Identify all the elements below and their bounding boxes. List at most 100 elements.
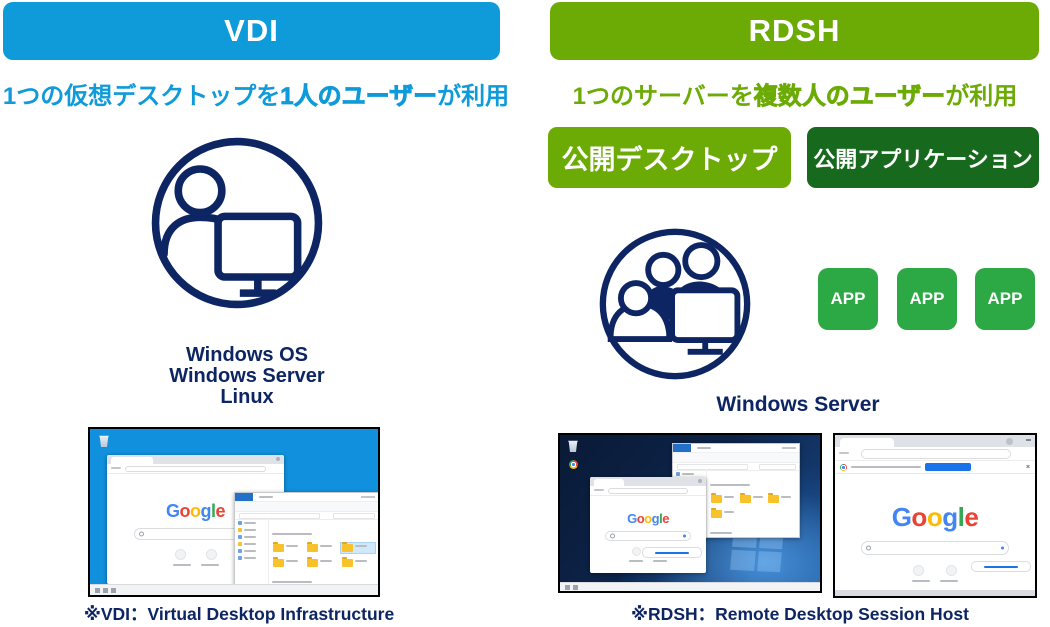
published-desktop-label: 公開デスクトップ bbox=[548, 127, 791, 188]
shortcut-tiles bbox=[835, 565, 1035, 576]
app-box: APP bbox=[975, 268, 1035, 330]
window-controls bbox=[782, 447, 796, 449]
folder-icon bbox=[307, 542, 319, 552]
rdsh-server-label: Windows Server bbox=[716, 393, 880, 416]
app-box: APP bbox=[897, 268, 957, 330]
explorer-folder-grid bbox=[269, 518, 378, 586]
rdsh-caption: ※RDSH：Remote Desktop Session Host bbox=[631, 604, 969, 624]
folder-icon bbox=[768, 493, 780, 503]
folder-item bbox=[710, 493, 739, 504]
window-controls bbox=[361, 496, 375, 498]
shortcut-labels bbox=[107, 564, 284, 566]
vdi-subtitle: 1つの仮想デスクトップを1人のユーザーが利用 bbox=[0, 76, 512, 111]
folder-icon bbox=[711, 493, 722, 503]
explorer-ribbon bbox=[235, 502, 378, 512]
folder-item bbox=[306, 557, 340, 568]
shortcut-tiles bbox=[107, 549, 284, 560]
os-label-windows-server: Windows Server bbox=[169, 365, 325, 387]
explorer-address-bar bbox=[673, 463, 799, 471]
start-button bbox=[95, 587, 100, 593]
browser-address-bar bbox=[590, 486, 706, 496]
browser-tab-bar bbox=[590, 477, 706, 486]
shortcut-labels bbox=[590, 560, 706, 562]
explorer-file-tab bbox=[673, 444, 691, 452]
nav-buttons bbox=[594, 489, 604, 491]
infobar-text bbox=[851, 466, 921, 468]
explorer-ribbon bbox=[673, 453, 799, 463]
mic-icon bbox=[1001, 546, 1004, 550]
folder-icon bbox=[341, 557, 353, 567]
folder-icon bbox=[307, 557, 319, 567]
folder-icon bbox=[341, 542, 353, 552]
chrome-icon bbox=[840, 463, 847, 471]
rdsh-subtitle: 1つのサーバーを複数人のユーザーが利用 bbox=[545, 76, 1045, 111]
vdi-caption: ※VDI：Virtual Desktop Infrastructure bbox=[83, 604, 395, 624]
mic-icon bbox=[683, 534, 686, 538]
explorer-folder-grid bbox=[707, 469, 799, 537]
folder-icon bbox=[739, 493, 751, 503]
nav-buttons bbox=[111, 467, 121, 469]
published-application-label: 公開アプリケーション bbox=[807, 127, 1039, 188]
shortcut-icon bbox=[632, 547, 641, 556]
rdsh-subtitle-emphasis: 複数人のユーザー bbox=[753, 83, 946, 111]
profile-icon bbox=[1006, 438, 1013, 445]
rdsh-subtitle-post: が利用 bbox=[945, 83, 1018, 110]
start-button bbox=[565, 584, 570, 590]
rdsh-header: RDSH bbox=[550, 2, 1039, 60]
explorer-address-bar bbox=[235, 512, 378, 520]
taskbar bbox=[560, 582, 820, 591]
folder-item bbox=[341, 557, 375, 568]
magnifier-icon bbox=[138, 531, 144, 537]
breadcrumb bbox=[677, 464, 749, 470]
browser-tab bbox=[840, 438, 894, 447]
shortcut-labels bbox=[835, 580, 1035, 582]
taskbar bbox=[835, 590, 1035, 596]
folder-item bbox=[767, 493, 796, 504]
folder-icon bbox=[711, 508, 722, 518]
folder-item bbox=[739, 493, 768, 504]
google-search-box bbox=[861, 541, 1009, 555]
browser-tab bbox=[111, 457, 153, 464]
folder-item bbox=[306, 542, 340, 553]
multi-user-with-monitor-icon bbox=[599, 228, 751, 380]
browser-window: Google bbox=[590, 477, 706, 573]
url-field bbox=[861, 449, 1011, 459]
file-explorer-window bbox=[234, 492, 378, 587]
google-logo: Google bbox=[891, 502, 979, 532]
folder-icon bbox=[273, 542, 284, 552]
rdsh-published-application-screenshot: Google bbox=[833, 433, 1037, 598]
shortcut-icon bbox=[913, 565, 924, 576]
browser-tab-bar bbox=[107, 455, 284, 464]
browser-page: Google bbox=[835, 474, 1035, 582]
browser-page: Google bbox=[107, 474, 284, 566]
customize-chrome-button bbox=[642, 547, 702, 558]
breadcrumb bbox=[239, 513, 320, 519]
default-browser-infobar bbox=[835, 461, 1035, 474]
explorer-file-tab bbox=[235, 493, 253, 501]
explorer-sidebar bbox=[235, 518, 269, 586]
folder-icon bbox=[273, 557, 284, 567]
folder-item bbox=[272, 542, 306, 553]
set-default-button bbox=[925, 463, 971, 471]
folder-item bbox=[710, 508, 739, 519]
customize-chrome-button bbox=[971, 561, 1031, 572]
shortcut-icon bbox=[946, 565, 957, 576]
magnifier-icon bbox=[610, 533, 615, 539]
browser-address-bar bbox=[107, 464, 284, 474]
browser-tab-bar bbox=[835, 435, 1035, 447]
vdi-subtitle-emphasis: 1人のユーザー bbox=[280, 83, 438, 111]
explorer-search-box bbox=[758, 464, 796, 470]
recycle-bin-icon bbox=[568, 440, 578, 452]
app-box: APP bbox=[818, 268, 878, 330]
window-controls bbox=[1026, 439, 1031, 441]
browser-address-bar bbox=[835, 447, 1035, 461]
vdi-subtitle-post: が利用 bbox=[437, 83, 510, 110]
os-label-windows-os: Windows OS bbox=[185, 344, 309, 366]
vdi-desktop-screenshot: Google bbox=[88, 427, 380, 597]
url-field bbox=[125, 466, 266, 472]
profile-icon bbox=[698, 479, 702, 483]
rdsh-subtitle-pre: 1つのサーバーを bbox=[572, 83, 754, 110]
folder-item bbox=[272, 557, 306, 568]
os-label-linux: Linux bbox=[220, 386, 274, 408]
